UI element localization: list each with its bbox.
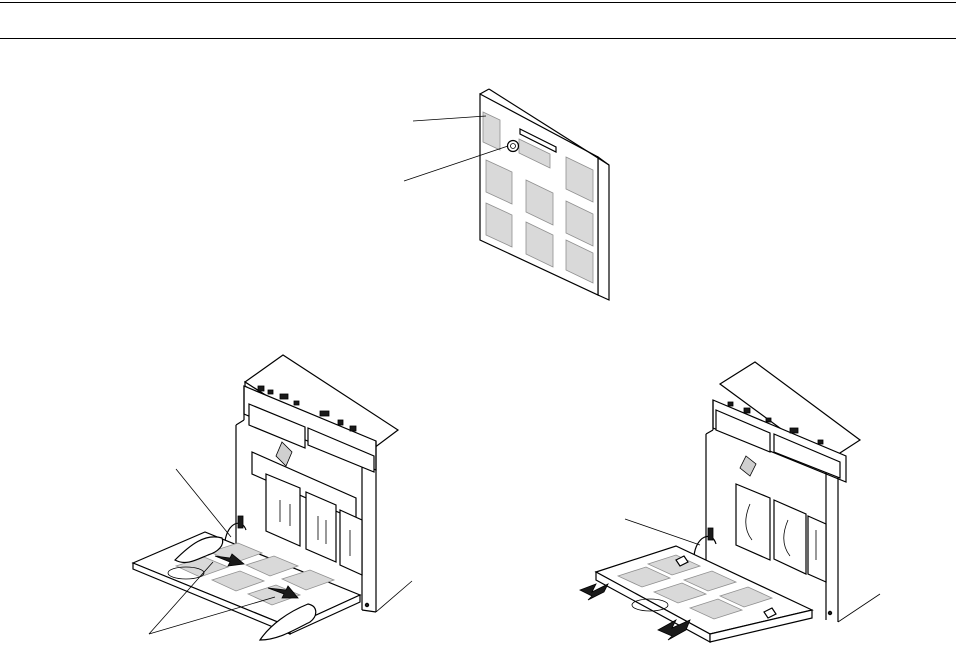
- callout-line-filter: [413, 116, 486, 121]
- fan-module: [306, 492, 336, 562]
- filter-removal-step-1: [133, 355, 412, 640]
- thumbscrew-icon: [508, 141, 519, 152]
- fan-module: [774, 500, 806, 574]
- fan-module: [808, 516, 826, 582]
- fan-module: [340, 510, 362, 575]
- pull-arrow-icon: [580, 584, 608, 600]
- callout-line-pull-tab: [176, 469, 231, 537]
- callout-line-pull-tab: [625, 519, 700, 545]
- callout-line-chassis: [376, 581, 412, 612]
- air-filter-detail-view: [404, 89, 609, 300]
- fan-module: [736, 484, 770, 560]
- filter-edge: [598, 157, 609, 300]
- callout-line-chassis: [838, 594, 880, 622]
- filter-removal-step-2: [580, 362, 880, 642]
- pull-arrow-icon: [658, 620, 690, 640]
